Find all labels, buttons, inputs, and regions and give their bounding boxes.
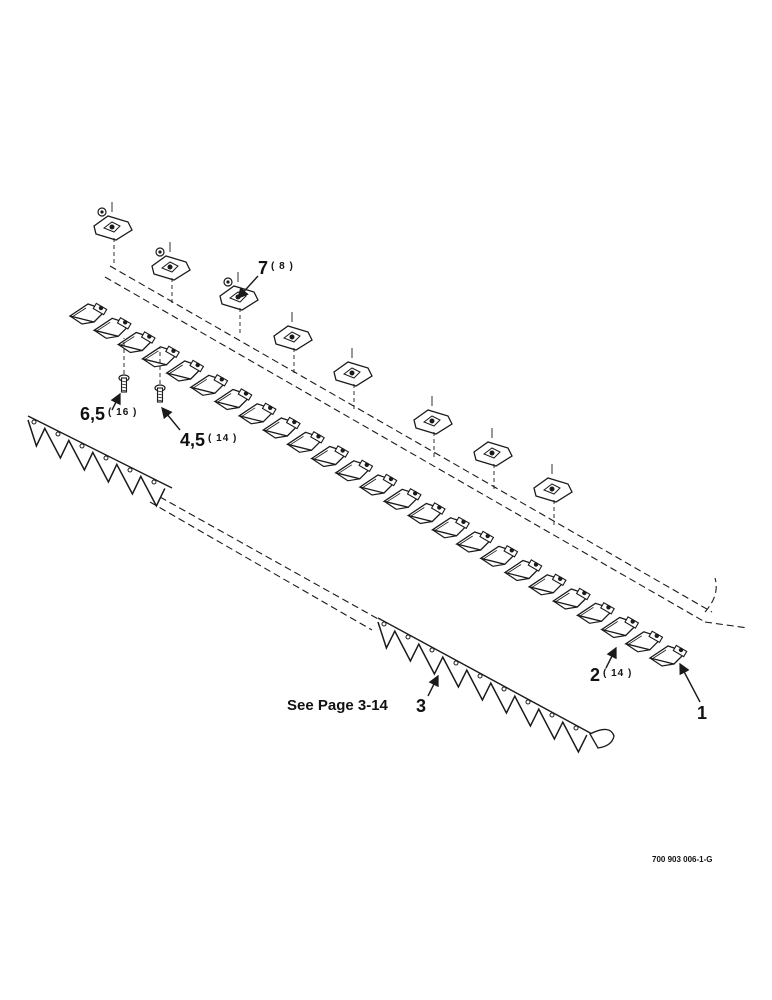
knife-section <box>237 402 277 425</box>
knife-sections <box>68 302 688 667</box>
knife-section <box>68 302 108 325</box>
knife-section <box>213 388 253 411</box>
arrow-callout-3 <box>427 674 439 697</box>
arrow-callout-2 <box>605 646 617 669</box>
knife-section <box>334 459 374 482</box>
knife-section <box>430 516 470 539</box>
knife-section <box>382 487 422 510</box>
knife-clip <box>273 312 313 376</box>
knife-clip <box>151 242 191 306</box>
knife-section <box>503 559 543 582</box>
callout-6-5: 6,5( 16 ) <box>80 404 138 424</box>
callout-3: 3 <box>416 696 427 716</box>
callout-2: 2( 14 ) <box>590 665 633 685</box>
knife-clip <box>413 396 453 460</box>
knife-section <box>575 601 615 624</box>
carriage-bolt-4 <box>154 348 166 403</box>
knife-section <box>479 544 519 567</box>
reference-note: See Page 3-14 <box>287 697 388 714</box>
knife-clip <box>533 464 573 528</box>
arrow-callout-6 <box>110 392 121 411</box>
arrow-callout-7 <box>237 275 259 300</box>
arrow-callout-4 <box>161 406 181 431</box>
knife-clip <box>473 428 513 492</box>
sickle-bar-left-end <box>27 415 173 508</box>
knife-clip <box>333 348 373 412</box>
callout-4-5: 4,5( 14 ) <box>180 430 238 450</box>
knife-clips <box>93 202 573 528</box>
knife-section <box>140 345 180 368</box>
knife-section <box>189 373 229 396</box>
knife-section <box>406 502 446 525</box>
knife-section <box>648 644 688 667</box>
knife-section <box>358 473 398 496</box>
callout-1: 1 <box>697 703 708 723</box>
knife-section <box>165 359 205 382</box>
knife-section <box>116 331 156 354</box>
knife-section <box>624 630 664 653</box>
drawing-code: 700 903 006-1-G <box>652 855 713 864</box>
knife-clip <box>93 202 133 266</box>
sickle-bar-assembly <box>27 415 615 754</box>
knife-section <box>527 573 567 596</box>
plow-bolt-6 <box>118 338 130 393</box>
callout-arrows <box>110 275 701 703</box>
knife-section <box>285 430 325 453</box>
knife-section <box>455 530 495 553</box>
knife-section <box>261 416 301 439</box>
sickle-bar-right-end <box>377 617 595 754</box>
knife-section <box>310 445 350 468</box>
knife-section <box>92 316 132 339</box>
knife-section <box>600 616 640 639</box>
knife-back-bar-outline <box>104 265 749 631</box>
arrow-callout-1 <box>679 662 701 703</box>
bolts <box>118 338 166 403</box>
callout-7: 7( 8 ) <box>258 258 294 278</box>
sickle-head <box>589 728 615 749</box>
knife-section <box>551 587 591 610</box>
